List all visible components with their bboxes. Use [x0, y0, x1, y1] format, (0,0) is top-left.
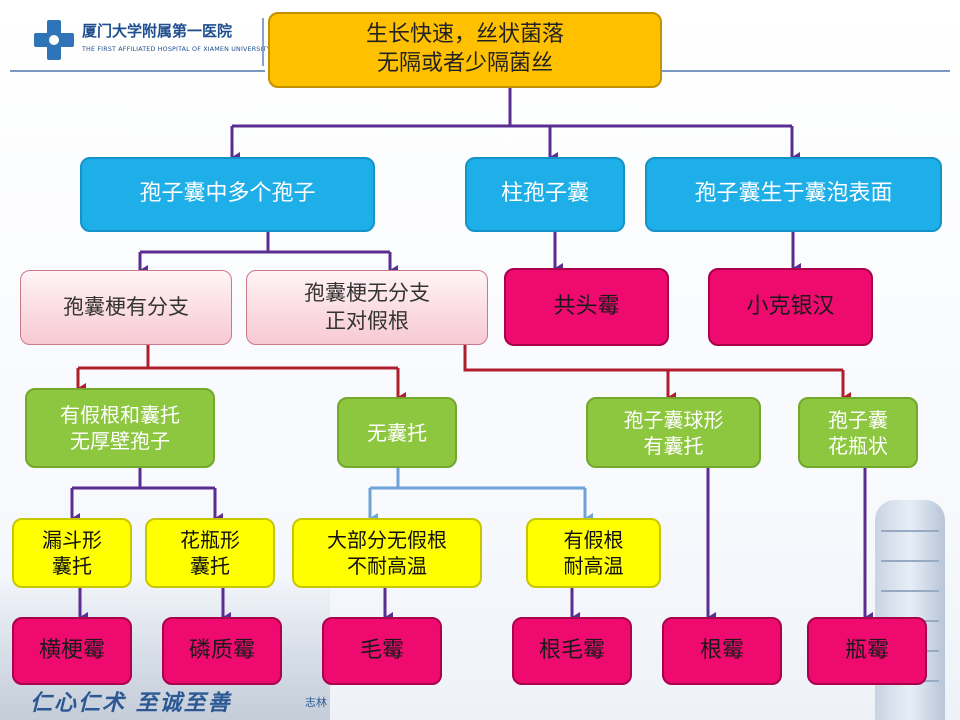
hospital-name: 厦门大学附属第一医院 [82, 22, 233, 40]
leaf-lichtheimia: 横梗霉 [12, 617, 132, 685]
node-rhizoid-heat-tolerant: 有假根 耐高温 [526, 518, 661, 588]
node-rhizoid-apophysis: 有假根和囊托 无厚壁孢子 [25, 388, 215, 468]
leaf-mucor: 毛霉 [322, 617, 442, 685]
leaf-lichtheimia-alt: 磷质霉 [162, 617, 282, 685]
node-funnel-apophysis: 漏斗形 囊托 [12, 518, 132, 588]
leaf-cunninghamella: 小克银汉 [708, 268, 873, 346]
node-unbranched-sporangiophore: 孢囊梗无分支 正对假根 [246, 270, 488, 345]
node-globose-sporangium: 孢子囊球形 有囊托 [586, 397, 761, 468]
hospital-name-en: THE FIRST AFFILIATED HOSPITAL OF XIAMEN … [82, 46, 271, 53]
leaf-syncephalastrum: 共头霉 [504, 268, 669, 346]
node-flask-sporangium: 孢子囊 花瓶状 [798, 397, 918, 468]
header-divider [262, 18, 264, 66]
root-node: 生长快速，丝状菌落 无隔或者少隔菌丝 [268, 12, 662, 88]
leaf-rhizomucor: 根毛霉 [512, 617, 632, 685]
node-vase-apophysis: 花瓶形 囊托 [145, 518, 275, 588]
footer-slogan: 仁心仁术 至诚至善 [30, 690, 232, 716]
node-branched-sporangiophore: 孢囊梗有分支 [20, 270, 232, 345]
node-mostly-no-rhizoid: 大部分无假根 不耐高温 [292, 518, 482, 588]
header-rule-right [660, 70, 950, 72]
node-sporangium-on-vesicle: 孢子囊生于囊泡表面 [645, 157, 942, 232]
node-many-spores: 孢子囊中多个孢子 [80, 157, 375, 232]
medical-cross-icon [34, 20, 74, 60]
node-no-apophysis: 无囊托 [337, 397, 457, 468]
leaf-apophysomyces: 瓶霉 [807, 617, 927, 685]
header-rule-left [10, 70, 265, 72]
hospital-logo: 厦门大学附属第一医院 THE FIRST AFFILIATED HOSPITAL… [30, 16, 270, 66]
node-columnar-sporangium: 柱孢子囊 [465, 157, 625, 232]
leaf-rhizopus: 根霉 [662, 617, 782, 685]
footer-slogan-signature: 志林 [305, 696, 327, 709]
